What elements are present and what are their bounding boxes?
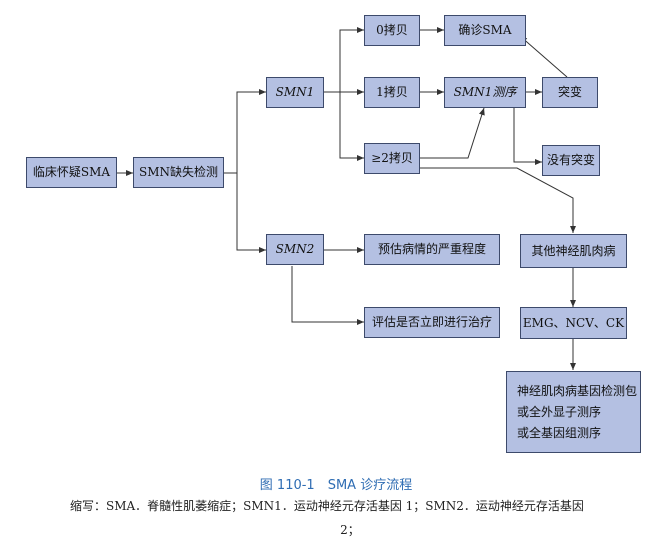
edge-smn2-to-assess [291,266,364,325]
edge-copy2-to-other [420,167,576,233]
node-smn-deletion-test: SMN缺失检测 [133,157,224,188]
sequencing-label: SMN1测序 [453,85,517,100]
edge-smn1-to-copy2 [339,92,364,161]
node-copy-0: 0拷贝 [364,15,420,46]
node-smn2: SMN2 [266,234,324,265]
node-copy-1: 1拷贝 [364,77,420,108]
node-mutation: 突变 [542,77,598,108]
node-predict-severity: 预估病情的严重程度 [364,234,500,265]
abbreviation-line-2: 2； [340,523,360,537]
sma-flowchart: 临床怀疑SMA SMN缺失检测 SMN1 SMN2 0拷贝 1拷贝 ≥2拷贝 确… [26,15,641,453]
node-clinical-suspicion: 临床怀疑SMA [26,157,117,188]
node-other-neuromuscular: 其他神经肌肉病 [520,234,627,268]
node-assess-treatment: 评估是否立即进行治疗 [364,307,500,338]
node-no-mutation: 没有突变 [542,145,600,176]
gene-line-1: 神经肌肉病基因检测包 [517,383,638,398]
edge-smn1-to-copy0 [324,27,364,93]
edge-copy2-to-sequencing [420,107,485,159]
edge-sequencing-to-no-mutation [513,108,542,165]
flow-edges [117,27,576,370]
node-copy-2plus: ≥2拷贝 [364,143,420,174]
edge-missing-to-smn2 [236,173,266,253]
node-genetic-testing: 神经肌肉病基因检测包 或全外显子测序 或全基因组测序 [506,371,641,453]
figure-caption: 图 110-1 SMA 诊疗流程 [259,478,413,493]
node-emg-ncv-ck: EMG、NCV、CK [520,307,627,339]
node-smn1-sequencing: SMN1测序 [444,77,526,108]
node-confirm-sma: 确诊SMA [444,15,526,46]
gene-line-2: 或全外显子测序 [517,404,602,419]
abbreviation-line-1: 缩写：SMA．脊髓性肌萎缩症；SMN1．运动神经元存活基因 1；SMN2．运动神… [70,499,584,513]
abbreviation-note: 缩写：SMA．脊髓性肌萎缩症；SMN1．运动神经元存活基因 1；SMN2．运动神… [70,494,630,542]
node-smn1: SMN1 [266,77,324,108]
edge-missing-to-smn1 [224,89,266,174]
gene-line-3: 或全基因组测序 [517,425,602,440]
edge-mutation-to-confirm [519,35,568,78]
